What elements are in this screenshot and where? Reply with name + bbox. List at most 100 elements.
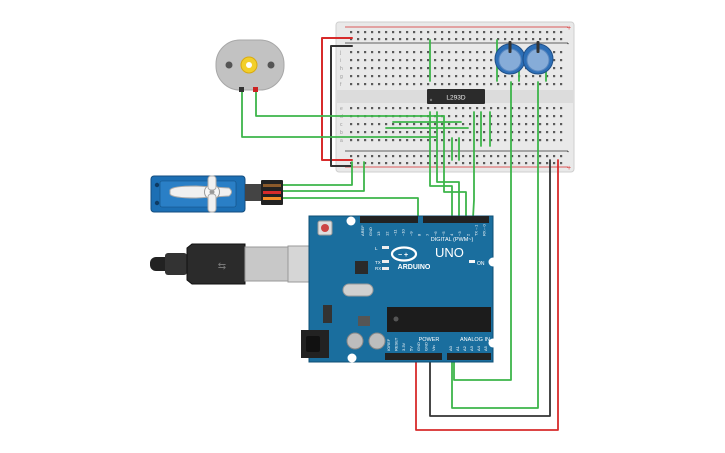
breadboard-hole[interactable]: [434, 67, 437, 70]
breadboard-hole[interactable]: [448, 162, 451, 165]
breadboard-hole[interactable]: [525, 155, 528, 158]
breadboard-hole[interactable]: [392, 139, 395, 142]
breadboard-hole[interactable]: [546, 123, 549, 126]
breadboard-hole[interactable]: [504, 107, 507, 110]
breadboard-hole[interactable]: [455, 123, 458, 126]
breadboard-hole[interactable]: [441, 38, 444, 41]
breadboard-hole[interactable]: [364, 67, 367, 70]
breadboard-hole[interactable]: [469, 31, 472, 34]
breadboard-hole[interactable]: [378, 155, 381, 158]
breadboard-hole[interactable]: [406, 38, 409, 41]
breadboard-hole[interactable]: [462, 139, 465, 142]
breadboard-hole[interactable]: [483, 51, 486, 54]
breadboard-hole[interactable]: [455, 131, 458, 134]
breadboard-hole[interactable]: [525, 162, 528, 165]
breadboard-hole[interactable]: [560, 51, 563, 54]
breadboard-hole[interactable]: [532, 139, 535, 142]
breadboard-hole[interactable]: [364, 123, 367, 126]
breadboard-hole[interactable]: [448, 51, 451, 54]
breadboard-hole[interactable]: [532, 123, 535, 126]
breadboard-hole[interactable]: [427, 75, 430, 78]
breadboard-hole[interactable]: [434, 75, 437, 78]
breadboard-hole[interactable]: [406, 83, 409, 86]
breadboard-hole[interactable]: [420, 162, 423, 165]
breadboard-hole[interactable]: [427, 38, 430, 41]
breadboard-hole[interactable]: [469, 115, 472, 118]
breadboard-hole[interactable]: [357, 31, 360, 34]
wire-5v[interactable]: [415, 159, 559, 431]
breadboard-hole[interactable]: [385, 38, 388, 41]
breadboard-hole[interactable]: [378, 107, 381, 110]
breadboard-hole[interactable]: [532, 162, 535, 165]
wire-pot1-a[interactable]: [453, 81, 512, 381]
breadboard-hole[interactable]: [434, 139, 437, 142]
breadboard-hole[interactable]: [462, 67, 465, 70]
breadboard-hole[interactable]: [364, 131, 367, 134]
breadboard-hole[interactable]: [357, 162, 360, 165]
breadboard-hole[interactable]: [476, 83, 479, 86]
breadboard-hole[interactable]: [525, 83, 528, 86]
wire-d3[interactable]: [443, 115, 467, 219]
breadboard-hole[interactable]: [392, 75, 395, 78]
breadboard-hole[interactable]: [378, 51, 381, 54]
breadboard-hole[interactable]: [497, 123, 500, 126]
breadboard-hole[interactable]: [427, 67, 430, 70]
breadboard-hole[interactable]: [364, 107, 367, 110]
breadboard-hole[interactable]: [385, 31, 388, 34]
breadboard-hole[interactable]: [469, 38, 472, 41]
breadboard-hole[interactable]: [462, 75, 465, 78]
servo-motor[interactable]: [150, 175, 283, 213]
breadboard-hole[interactable]: [455, 107, 458, 110]
breadboard-hole[interactable]: [462, 59, 465, 62]
breadboard-hole[interactable]: [476, 123, 479, 126]
breadboard-hole[interactable]: [511, 83, 514, 86]
breadboard-hole[interactable]: [413, 38, 416, 41]
breadboard-hole[interactable]: [560, 115, 563, 118]
breadboard-hole[interactable]: [434, 131, 437, 134]
breadboard-hole[interactable]: [525, 139, 528, 142]
breadboard-hole[interactable]: [378, 75, 381, 78]
breadboard-hole[interactable]: [483, 107, 486, 110]
breadboard-hole[interactable]: [560, 155, 563, 158]
breadboard-hole[interactable]: [448, 115, 451, 118]
breadboard-hole[interactable]: [406, 51, 409, 54]
breadboard-hole[interactable]: [420, 107, 423, 110]
breadboard-hole[interactable]: [420, 155, 423, 158]
breadboard-hole[interactable]: [518, 123, 521, 126]
breadboard-hole[interactable]: [406, 107, 409, 110]
breadboard-hole[interactable]: [364, 31, 367, 34]
breadboard-hole[interactable]: [399, 107, 402, 110]
breadboard-hole[interactable]: [483, 139, 486, 142]
breadboard-hole[interactable]: [427, 83, 430, 86]
breadboard-hole[interactable]: [497, 155, 500, 158]
wire-d2[interactable]: [472, 159, 475, 219]
breadboard-hole[interactable]: [427, 59, 430, 62]
breadboard-hole[interactable]: [462, 123, 465, 126]
breadboard-hole[interactable]: [350, 123, 353, 126]
breadboard-hole[interactable]: [392, 38, 395, 41]
breadboard-hole[interactable]: [462, 155, 465, 158]
breadboard-hole[interactable]: [560, 59, 563, 62]
breadboard-hole[interactable]: [420, 31, 423, 34]
breadboard-hole[interactable]: [399, 75, 402, 78]
breadboard-hole[interactable]: [455, 115, 458, 118]
breadboard-hole[interactable]: [553, 31, 556, 34]
breadboard-hole[interactable]: [462, 131, 465, 134]
breadboard-hole[interactable]: [532, 38, 535, 41]
breadboard-hole[interactable]: [483, 123, 486, 126]
breadboard-hole[interactable]: [511, 123, 514, 126]
breadboard-hole[interactable]: [539, 115, 542, 118]
breadboard-hole[interactable]: [427, 51, 430, 54]
breadboard-hole[interactable]: [406, 131, 409, 134]
breadboard-hole[interactable]: [434, 162, 437, 165]
breadboard-hole[interactable]: [357, 155, 360, 158]
breadboard-hole[interactable]: [511, 31, 514, 34]
wire-motor-lead-2[interactable]: [255, 91, 381, 117]
breadboard-hole[interactable]: [420, 67, 423, 70]
breadboard-hole[interactable]: [497, 139, 500, 142]
breadboard-hole[interactable]: [441, 139, 444, 142]
wire-servo-signal[interactable]: [281, 197, 419, 219]
breadboard-hole[interactable]: [511, 155, 514, 158]
breadboard-hole[interactable]: [553, 155, 556, 158]
wire-red-rail[interactable]: [321, 37, 353, 161]
